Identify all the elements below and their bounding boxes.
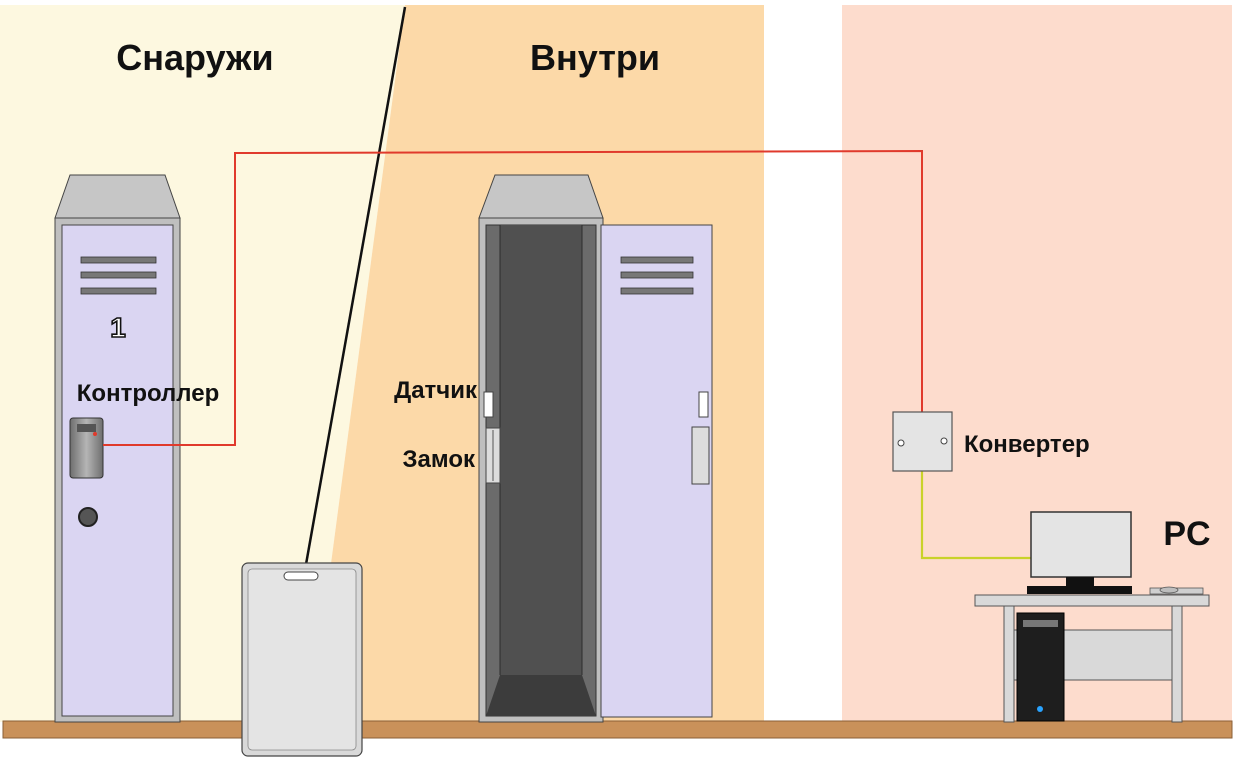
converter-label: Конвертер xyxy=(964,431,1090,458)
inside-title: Внутри xyxy=(530,37,660,78)
wall-divider xyxy=(303,6,407,571)
vent-slot xyxy=(620,287,694,295)
system-unit xyxy=(1016,612,1065,722)
rs485-wire xyxy=(103,149,923,446)
monitor-neck xyxy=(1066,577,1094,586)
locker-inside: Датчик Замок xyxy=(394,174,713,723)
vent-slot xyxy=(80,271,157,279)
controller-label: Контроллер xyxy=(77,380,219,407)
locker-outside: 1 Контроллер xyxy=(54,174,219,723)
floor xyxy=(2,720,1233,739)
locker-number: 1 xyxy=(110,312,126,343)
card-slot xyxy=(283,571,319,581)
vent-slot xyxy=(620,256,694,264)
locker-inside-top xyxy=(478,174,604,219)
locker-interior-back xyxy=(500,225,582,675)
desk-leg xyxy=(1171,605,1183,723)
card-reader xyxy=(69,417,104,479)
monitor xyxy=(1030,511,1132,578)
drive-bay xyxy=(1023,620,1058,627)
computer-workstation xyxy=(974,511,1210,723)
screw-icon xyxy=(897,439,905,447)
power-led-icon xyxy=(1037,706,1043,712)
sensor-magnet xyxy=(698,391,709,418)
lock-label: Замок xyxy=(403,446,476,473)
proximity-card xyxy=(241,562,363,757)
locker-interior-floor xyxy=(486,675,596,716)
converter-box xyxy=(892,411,953,472)
vent-slot xyxy=(80,256,157,264)
desk-leg xyxy=(1003,605,1015,723)
outside-title: Снаружи xyxy=(116,37,273,78)
sensor-label: Датчик xyxy=(394,377,478,404)
desk-top xyxy=(974,594,1210,607)
vent-slot xyxy=(80,287,157,295)
sensor-frame-part xyxy=(483,391,494,418)
mouse-icon xyxy=(1159,586,1179,594)
vent-slot xyxy=(620,271,694,279)
card-reader-window xyxy=(77,424,96,432)
pc-label: PC xyxy=(1163,515,1210,553)
locker-outside-top xyxy=(54,174,181,219)
card-reader-led-icon xyxy=(93,432,97,436)
lock-latch xyxy=(691,426,710,485)
screw-icon xyxy=(940,437,948,445)
card-face xyxy=(247,568,357,751)
monitor-base xyxy=(1027,586,1132,594)
usb-wire xyxy=(920,471,1031,560)
exit-button xyxy=(78,507,98,527)
